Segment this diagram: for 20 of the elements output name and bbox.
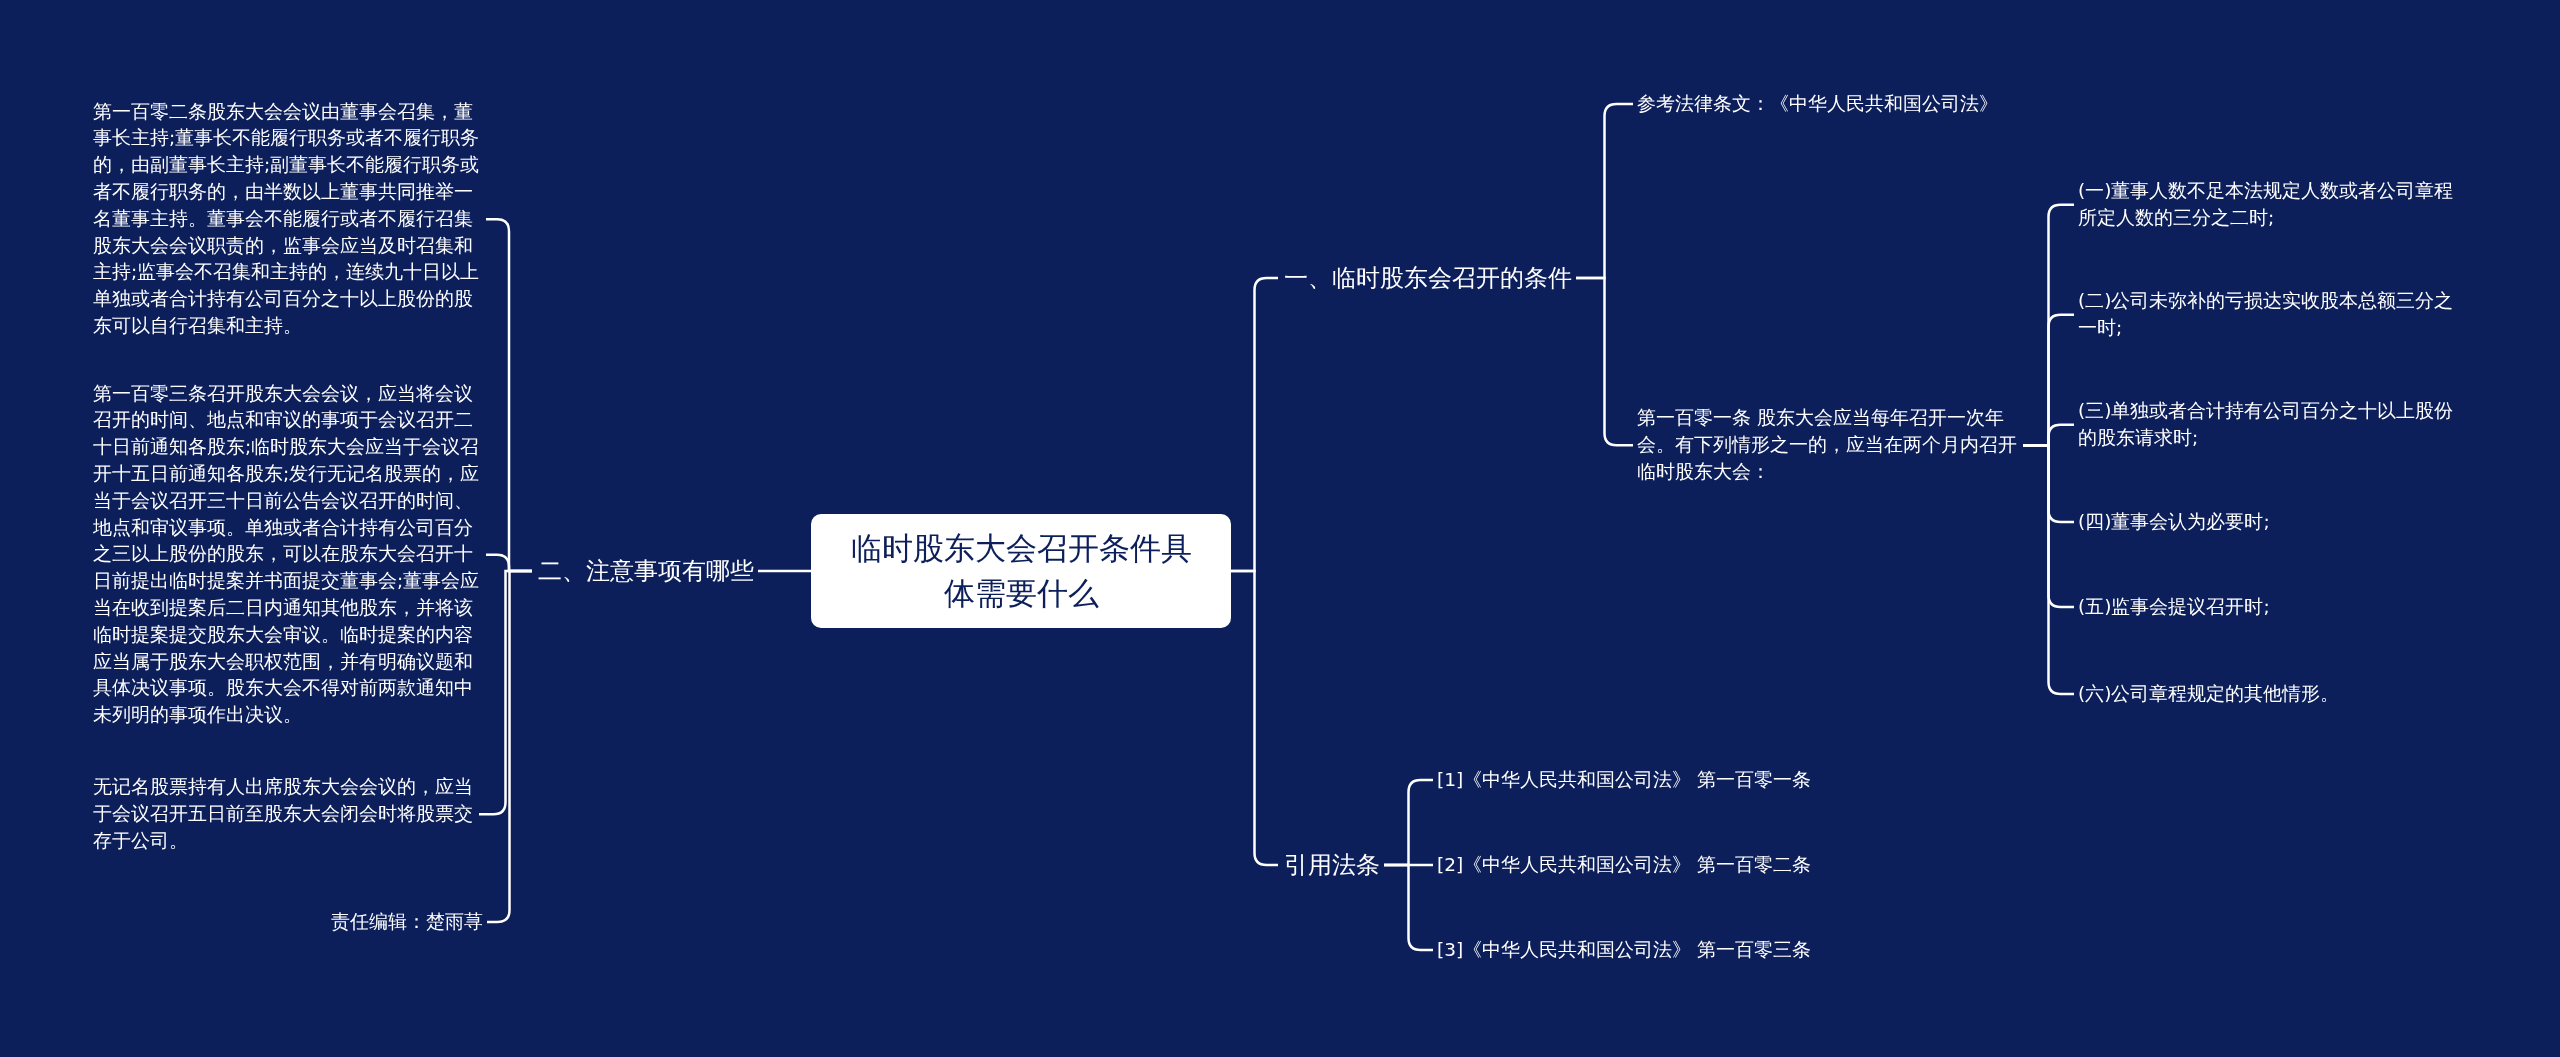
- leaf-text: (五)监事会提议召开时;: [2074, 591, 2276, 623]
- leaf-text: 无记名股票持有人出席股东大会会议的，应当于会议召开五日前至股东大会闭会时将股票交存于公司。: [89, 772, 479, 857]
- leaf-text: (一)董事人数不足本法规定人数或者公司章程所定人数的三分之二时;: [2074, 176, 2460, 234]
- leaf-text: (四)董事会认为必要时;: [2074, 506, 2276, 538]
- leaf-text: [1]《中华人民共和国公司法》 第一百零一条: [1433, 764, 1818, 796]
- leaf-text: [3]《中华人民共和国公司法》 第一百零三条: [1433, 934, 1818, 966]
- leaf-text: (二)公司未弥补的亏损达实收股本总额三分之一时;: [2074, 286, 2460, 344]
- leaf-text: (三)单独或者合计持有公司百分之十以上股份的股东请求时;: [2074, 396, 2460, 454]
- leaf-text: 第一百零三条召开股东大会会议，应当将会议召开的时间、地点和审议的事项于会议召开二十日前通知各股东;临时股东大会应当于会议召开十五日前通知各股东;发行无记名股票的，应当于会议召开三十日前公告会议召开的时间、地点和审议事项。单独或者合计持有公司百分之三以上股份的股东，可以在股东大会召开十日前提出临时提案并书面提交董事会;董事会应当在收到提案后二日内通知其他股东，并将该临时提案提交股东大会审议。临时提案的内容应当属于股东大会职权范围，并有明确议题和具体决议事项。股东大会不得对前两款通知中未列明的事项作出决议。: [89, 378, 486, 732]
- branch-topic: 一、临时股东会召开的条件: [1278, 256, 1576, 300]
- leaf-text: 第一百零一条 股东大会应当每年召开一次年会。有下列情形之一的，应当在两个月内召开临时股东大会：: [1633, 403, 2023, 488]
- branch-topic: 二、注意事项有哪些: [532, 549, 758, 593]
- connector-line: [758, 569, 811, 573]
- leaf-text: 第一百零二条股东大会会议由董事会召集，董事长主持;董事长不能履行职务或者不履行职务的，由副董事长主持;副董事长不能履行职务或者不履行职务的，由半数以上董事共同推举一名董事主持。董事会不能履行或者不履行召集股东大会会议职责的，监事会应当及时召集和主持;监事会不召集和主持的，连续九十日以上单独或者合计持有公司百分之十以上股份的股东可以自行召集和主持。: [89, 96, 486, 342]
- branch-topic: 引用法条: [1278, 843, 1384, 887]
- leaf-text: 责任编辑：楚雨荨: [325, 906, 487, 938]
- leaf-text: [2]《中华人民共和国公司法》 第一百零二条: [1433, 849, 1818, 881]
- central-topic-box: 临时股东大会召开条件具体需要什么: [811, 514, 1231, 628]
- leaf-text: (六)公司章程规定的其他情形。: [2074, 678, 2346, 710]
- leaf-text: 参考法律条文：《中华人民共和国公司法》: [1633, 88, 2004, 120]
